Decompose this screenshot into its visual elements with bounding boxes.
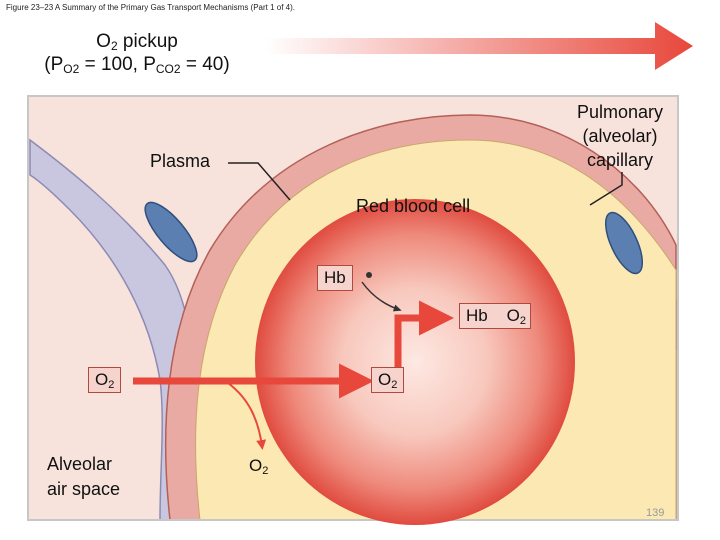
o2-in-plasma: O2: [249, 456, 269, 477]
title-line-1: O2 pickup: [96, 31, 178, 53]
alveolar-air-space-label: Alveolar air space: [47, 454, 121, 499]
plasma-leader: [228, 162, 291, 201]
hb-molecule: Hb: [317, 265, 353, 291]
plasma-label: Plasma: [150, 151, 211, 171]
flow-direction-arrow: [265, 22, 693, 70]
nucleus-left: [144, 201, 198, 263]
red-blood-cell: [255, 199, 575, 525]
o2-in-cell: O2: [371, 367, 405, 393]
pulmonary-capillary-label: Pulmonary (alveolar) capillary: [576, 102, 664, 170]
o2-alveolar: O2: [88, 367, 122, 393]
hb-binding-site: [366, 272, 372, 278]
o2-to-hb-arrow: [394, 300, 454, 372]
title-line-2: (PO2 = 100, PCO2 = 40): [44, 54, 230, 76]
hbo2-molecule: Hb O2: [459, 303, 531, 329]
nucleus-right: [604, 211, 644, 275]
capillary-leader: [589, 172, 623, 206]
o2-to-plasma-arrow: [227, 382, 267, 450]
hb-binding-arrow: [361, 281, 402, 312]
figure-caption: Figure 23–23 A Summary of the Primary Ga…: [6, 3, 296, 12]
red-blood-cell-label: Red blood cell: [356, 196, 471, 216]
o2-pickup-title: O2 pickup (PO2 = 100, PCO2 = 40): [32, 30, 242, 76]
page-number: 139: [646, 507, 665, 519]
